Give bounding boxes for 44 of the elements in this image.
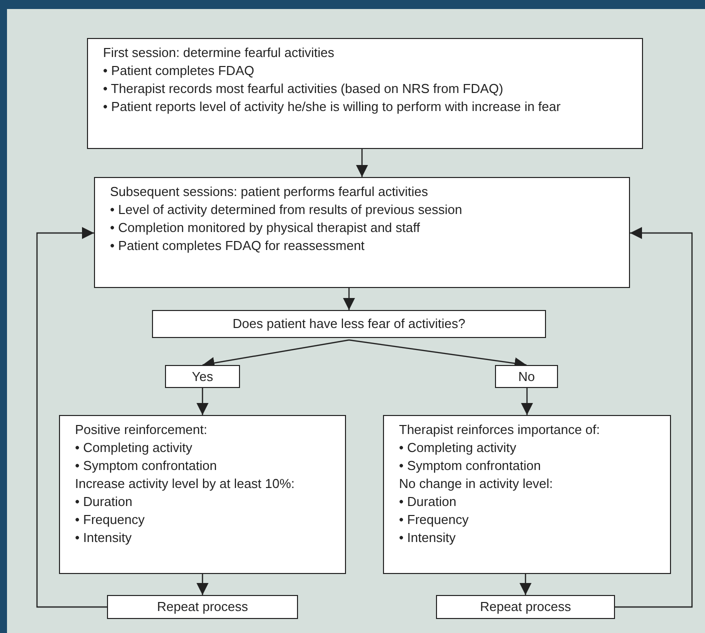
box-text: • Level of activity determined from results of previous session: [110, 201, 464, 219]
process-box: [87, 38, 643, 149]
box-text: • Completion monitored by physical therapist and staff: [110, 219, 421, 237]
box-text: • Completing activity: [399, 439, 518, 457]
process-box: [107, 595, 298, 619]
arrow: [615, 227, 693, 608]
box-text: Increase activity level by at least 10%:: [75, 475, 296, 493]
box-text: • Duration: [399, 493, 458, 511]
box-text: No: [518, 368, 535, 384]
arrow: [343, 288, 355, 310]
box-heading: Positive reinforcement:: [75, 421, 208, 439]
decision-box: [152, 310, 546, 338]
process-box: [383, 415, 671, 574]
arrow: [196, 388, 208, 415]
arrow: [521, 388, 533, 415]
box-text: Repeat process: [480, 599, 572, 615]
box-text: • Patient completes FDAQ: [103, 62, 256, 80]
box-text: • Completing activity: [75, 439, 194, 457]
box-text: • Patient completes FDAQ for reassessment: [110, 237, 366, 255]
box-text: • Intensity: [399, 529, 457, 547]
box-text: Does patient have less fear of activities?: [232, 316, 466, 332]
box-text: • Therapist records most fearful activities (based on NRS from FDAQ): [103, 80, 504, 98]
arrow: [196, 574, 208, 595]
box-text: No change in activity level:: [399, 475, 554, 493]
box-heading: First session: determine fearful activities: [103, 44, 336, 62]
box-text: • Patient reports level of activity he/she is willing to perform with increase in fear: [103, 98, 562, 116]
box-text: Repeat process: [156, 599, 248, 615]
box-text: • Frequency: [399, 511, 470, 529]
box-text: • Symptom confrontation: [75, 457, 218, 475]
box-text: • Duration: [75, 493, 134, 511]
arrow: [520, 574, 532, 595]
box-text: • Intensity: [75, 529, 133, 547]
box-text: • Symptom confrontation: [399, 457, 542, 475]
box-heading: Subsequent sessions: patient performs fearful activities: [110, 183, 429, 201]
process-box: [436, 595, 615, 619]
arrow: [36, 227, 107, 608]
process-box: [59, 415, 346, 574]
process-box: [165, 365, 240, 388]
box-text: Yes: [192, 368, 214, 384]
process-box: [94, 177, 630, 288]
arrow: [356, 149, 368, 177]
box-text: • Frequency: [75, 511, 146, 529]
process-box: [495, 365, 558, 388]
box-heading: Therapist reinforces importance of:: [399, 421, 601, 439]
